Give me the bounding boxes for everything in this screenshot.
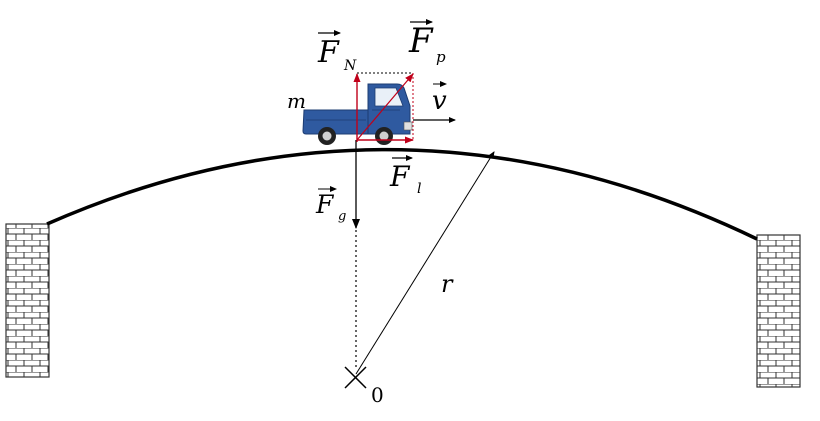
svg-text:F: F — [315, 190, 335, 219]
svg-text:p: p — [436, 48, 446, 66]
svg-text:l: l — [417, 181, 421, 197]
friction-force-label: F p — [408, 19, 446, 66]
lift-force-label: F l — [389, 155, 421, 197]
truck-icon — [302, 83, 413, 145]
radius-label: r — [441, 270, 454, 298]
left-brick-pillar — [5, 223, 50, 378]
svg-text:v: v — [432, 86, 447, 116]
right-brick-pillar — [756, 234, 801, 388]
svg-text:F: F — [389, 160, 411, 193]
radius-arrow — [355, 151, 495, 375]
resultant-force-arrow — [356, 73, 414, 141]
center-cross-icon — [344, 366, 367, 389]
svg-text:g: g — [338, 209, 346, 224]
svg-text:N: N — [343, 58, 357, 74]
gravity-label: F g — [315, 186, 346, 224]
svg-text:F: F — [408, 21, 434, 61]
mass-label: m — [287, 89, 306, 113]
velocity-label: v — [432, 81, 447, 116]
bridge-arc — [46, 147, 758, 241]
center-label: 0 — [371, 383, 384, 407]
normal-force-label: F N — [317, 30, 357, 74]
svg-text:F: F — [317, 35, 340, 70]
